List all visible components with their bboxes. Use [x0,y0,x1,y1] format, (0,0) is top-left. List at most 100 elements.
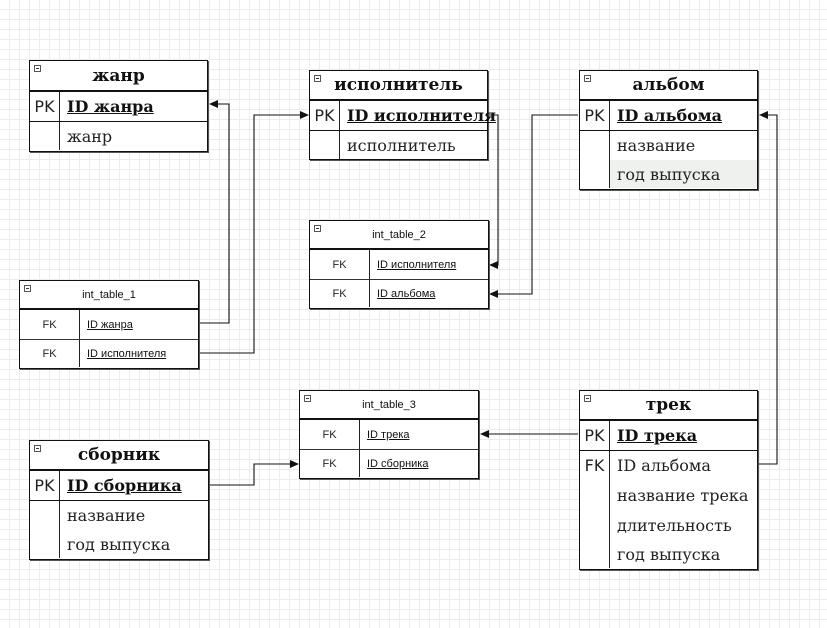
table-row[interactable]: PK ID жанра [30,92,207,122]
key-cell: PK [310,101,340,130]
key-cell: FK [300,450,360,477]
collapse-icon[interactable] [24,285,31,292]
table-title: сборник [77,445,161,465]
field-cell: ID жанра [87,318,133,331]
connector-sbornik-int3 [209,460,299,486]
table-row[interactable]: название [30,501,208,530]
connector-albom-int2 [489,114,578,298]
table-row[interactable]: FK ID сборника [300,449,478,477]
key-cell [580,160,610,188]
field-cell: название [67,506,146,525]
field-cell: ID альбома [617,106,723,125]
field-cell: ID исполнителя [347,106,496,125]
table-title: трек [645,395,692,415]
field-cell: год выпуска [67,534,171,554]
key-cell [30,530,60,558]
table-row[interactable]: FK ID жанра [20,310,198,339]
table-header[interactable]: сборник [30,441,208,471]
table-title: int_table_2 [372,228,426,241]
field-cell: ID альбома [377,287,436,300]
collapse-icon[interactable] [34,445,41,452]
table-row[interactable]: FK ID альбома [580,451,757,480]
collapse-icon[interactable] [304,395,311,402]
key-cell [30,122,60,150]
table-row[interactable]: длительность [580,510,757,540]
key-cell [580,480,610,510]
collapse-icon[interactable] [314,225,321,232]
table-row[interactable]: исполнитель [310,131,487,159]
table-ispolnitel[interactable]: исполнитель PK ID исполнителя исполнител… [309,70,496,160]
key-cell: FK [310,250,370,279]
key-cell [580,510,610,540]
connector-int1-zhanr [199,100,230,324]
table-header[interactable]: жанр [30,61,207,92]
connector-trek-albom [758,111,778,465]
field-cell: название трека [617,485,749,505]
key-cell: FK [580,451,610,480]
table-sbornik[interactable]: сборник PK ID сборника название год выпу… [29,440,209,560]
table-row[interactable]: год выпуска [580,160,757,188]
connector-int1-ispolnitel [199,111,309,354]
collapse-icon[interactable] [584,75,591,82]
key-cell: FK [300,420,360,449]
table-row[interactable]: FK ID исполнителя [20,339,198,367]
table-header[interactable]: исполнитель [310,71,487,101]
table-row[interactable]: FK ID трека [300,420,478,449]
key-cell: FK [20,340,80,367]
table-row[interactable]: название трека [580,480,757,510]
key-cell: FK [310,280,370,307]
collapse-icon[interactable] [314,75,321,82]
field-cell: ID сборника [67,476,182,495]
key-cell [310,131,340,159]
field-cell: ID сборника [367,457,429,470]
table-title: исполнитель [334,75,463,95]
collapse-icon[interactable] [584,395,591,402]
table-row[interactable]: PK ID альбома [580,101,757,131]
field-cell: ID жанра [67,97,154,116]
table-row[interactable]: FK ID альбома [310,279,488,307]
table-row[interactable]: PK ID сборника [30,471,208,501]
table-header[interactable]: int_table_3 [300,391,478,420]
table-row[interactable]: название [580,131,757,160]
field-cell: ID трека [617,426,698,445]
table-row[interactable]: жанр [30,122,207,150]
table-title: int_table_1 [82,288,136,301]
table-row[interactable]: PK ID трека [580,421,757,451]
field-cell: ID трека [367,428,410,441]
table-row[interactable]: FK ID исполнителя [310,250,488,279]
field-cell: год выпуска [610,160,757,188]
key-cell: PK [30,471,60,500]
table-trek[interactable]: трек PK ID трека FK ID альбома название … [579,390,758,570]
table-header[interactable]: трек [580,391,757,421]
table-zhanr[interactable]: жанр PK ID жанра жанр [29,60,208,152]
field-cell: ID альбома [617,456,711,475]
collapse-icon[interactable] [34,65,41,72]
table-row[interactable]: год выпуска [30,530,208,558]
key-cell [580,131,610,160]
key-cell: PK [30,92,60,121]
table-header[interactable]: int_table_1 [20,281,198,310]
key-cell: FK [20,310,80,339]
table-header[interactable]: int_table_2 [310,221,488,250]
table-title: жанр [92,65,145,86]
key-cell: PK [580,101,610,130]
table-header[interactable]: альбом [580,71,757,101]
field-cell: название [617,136,696,155]
table-row[interactable]: год выпуска [580,540,757,568]
table-albom[interactable]: альбом PK ID альбома название год выпуск… [579,70,758,190]
table-title: int_table_3 [362,398,416,411]
table-title: альбом [632,75,705,95]
key-cell [30,501,60,530]
field-cell: исполнитель [347,135,456,155]
field-cell: ID исполнителя [87,347,167,360]
connector-ispolnitel-int2 [488,114,499,269]
table-int-table-3[interactable]: int_table_3 FK ID трека FK ID сборника [299,390,479,479]
table-row[interactable]: PK ID исполнителя [310,101,496,131]
table-int-table-2[interactable]: int_table_2 FK ID исполнителя FK ID альб… [309,220,489,309]
table-int-table-1[interactable]: int_table_1 FK ID жанра FK ID исполнител… [19,280,199,369]
field-cell: год выпуска [617,544,721,564]
field-cell: ID исполнителя [377,258,457,271]
field-cell: жанр [67,126,113,146]
key-cell [580,540,610,568]
field-cell: длительность [617,515,732,535]
